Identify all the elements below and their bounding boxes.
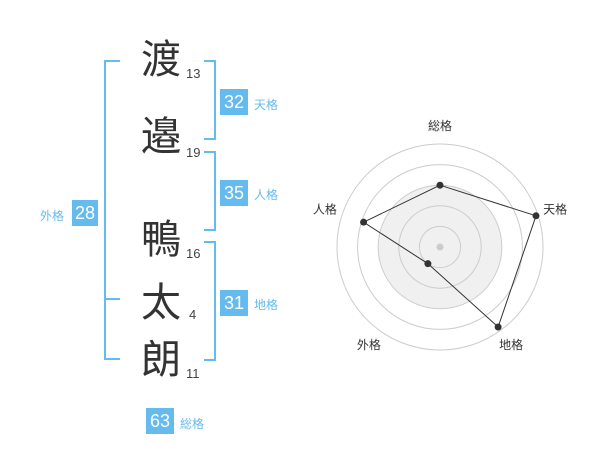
- name-char-1: 渡: [141, 37, 181, 83]
- stroke-count-5: 11: [186, 366, 200, 381]
- radar-axis-label-5: 人格: [313, 202, 337, 217]
- chikaku-label: 地格: [254, 298, 279, 312]
- radar-axis-label-3: 地格: [499, 337, 523, 352]
- chikaku-badge: 31: [220, 290, 248, 316]
- radar-point-1: [436, 181, 444, 189]
- gaikaku-label: 外格: [40, 209, 65, 223]
- stroke-count-3: 16: [186, 246, 201, 261]
- radar-point-5: [360, 218, 368, 226]
- gaikaku-bracket-split: [104, 298, 120, 300]
- tenkaku-badge: 32: [220, 89, 248, 115]
- gaikaku-bracket: [104, 60, 120, 360]
- tenkaku-bracket: [204, 60, 216, 140]
- radar-axis-label-1: 総格: [428, 118, 452, 133]
- jinkaku-badge: 35: [220, 180, 248, 206]
- name-char-4: 太: [141, 280, 181, 326]
- radar-point-3: [494, 323, 502, 331]
- soukaku-label: 総格: [180, 417, 205, 431]
- tenkaku-label: 天格: [254, 98, 279, 112]
- radar-axis-label-4: 外格: [357, 337, 381, 352]
- radar-center: [436, 243, 444, 251]
- jinkaku-bracket: [204, 151, 216, 231]
- soukaku-badge: 63: [146, 408, 174, 434]
- stroke-count-1: 13: [186, 66, 201, 81]
- radar-axis-label-2: 天格: [543, 202, 567, 217]
- name-char-5: 朗: [141, 337, 181, 383]
- radar-point-2: [532, 212, 540, 220]
- name-char-2: 邉: [141, 114, 181, 160]
- name-char-3: 鴨: [141, 217, 181, 263]
- stroke-count-4: 4: [189, 307, 197, 322]
- jinkaku-label: 人格: [254, 188, 279, 202]
- stroke-count-2: 19: [186, 145, 201, 160]
- chikaku-bracket: [204, 241, 216, 361]
- radar-value-polygon: [362, 184, 537, 328]
- radar-point-4: [424, 260, 432, 268]
- gaikaku-badge: 28: [72, 200, 98, 226]
